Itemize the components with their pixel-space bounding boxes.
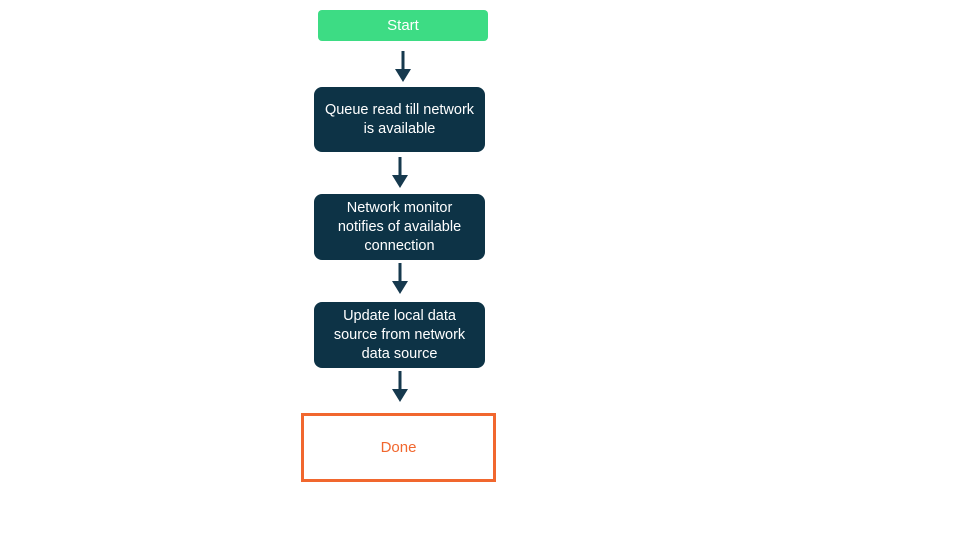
flow-node-network-monitor-label: Network monitor notifies of available co… (337, 199, 462, 254)
flow-node-done-label: Done (380, 439, 417, 456)
flow-node-start-label: Start (387, 17, 419, 34)
arrow-down-icon (391, 157, 409, 188)
arrow-down-icon (391, 371, 409, 402)
flow-node-update-local-data: Update local data source from network da… (314, 302, 485, 368)
flow-node-start: Start (318, 10, 488, 41)
arrow-down-icon (391, 263, 409, 294)
flow-node-done: Done (301, 413, 496, 482)
flow-node-queue-read: Queue read till network is available (314, 87, 485, 152)
flow-node-queue-read-label: Queue read till network is available (324, 101, 475, 137)
flow-node-network-monitor: Network monitor notifies of available co… (314, 194, 485, 260)
flow-node-update-local-data-label: Update local data source from network da… (333, 307, 466, 362)
arrow-down-icon (394, 51, 412, 82)
